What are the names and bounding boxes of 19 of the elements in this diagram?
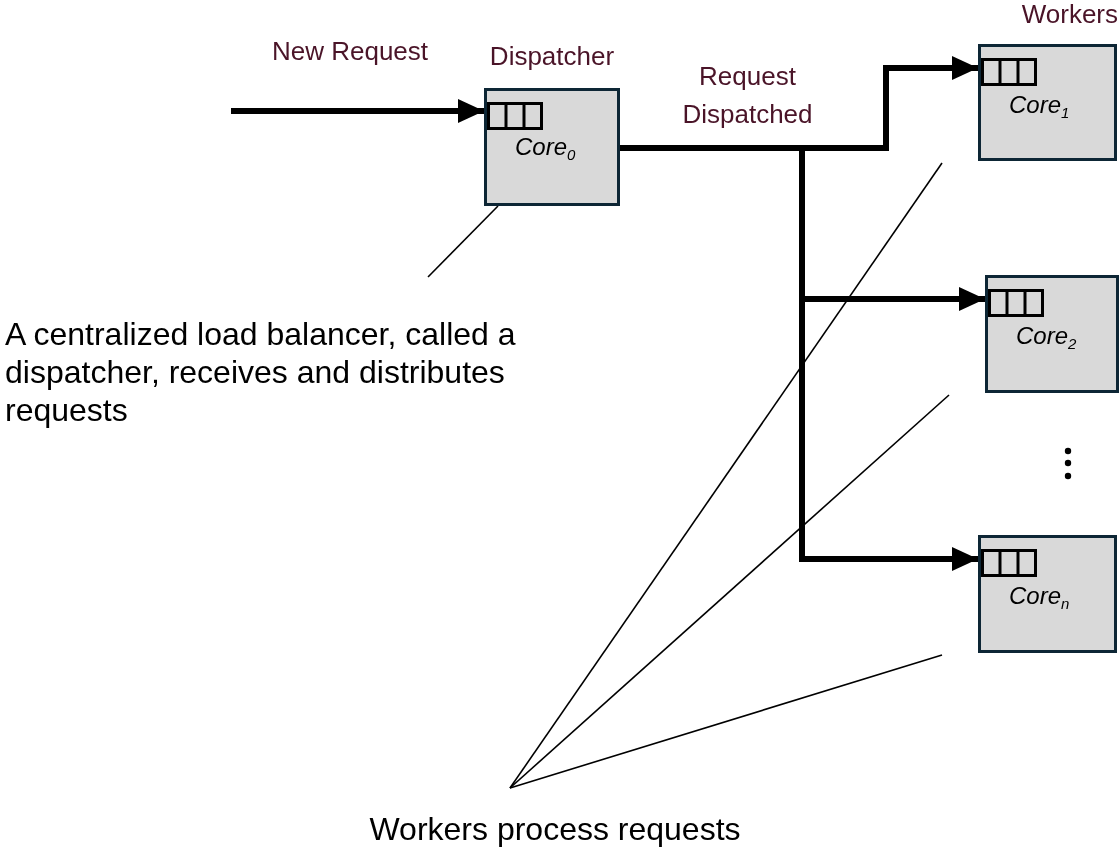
group-label: Workers xyxy=(1020,0,1118,31)
edge-label: Request Dispatched xyxy=(681,60,814,131)
core-box xyxy=(985,275,1119,393)
core-label: Core$_{1}$ xyxy=(1009,93,1070,120)
leader-line xyxy=(509,394,950,789)
leader-line xyxy=(427,205,499,278)
core-box xyxy=(978,44,1117,161)
role-label: Dispatcher xyxy=(488,40,616,73)
note-text: A centralized load balancer, called a dispatcher, receives and distributes requests xyxy=(5,315,565,429)
core-box xyxy=(978,535,1117,653)
core-box xyxy=(484,88,620,206)
leader-line xyxy=(509,162,943,789)
edge-label: New Request xyxy=(270,35,430,68)
leader-line xyxy=(509,654,943,789)
core-label: Core$_{0}$ xyxy=(515,135,576,162)
core-label: Core$_{2}$ xyxy=(1016,324,1077,351)
note-text: Workers process requests xyxy=(300,810,810,848)
core-label: Core$_{n}$ xyxy=(1009,584,1070,611)
arrow xyxy=(231,99,484,123)
